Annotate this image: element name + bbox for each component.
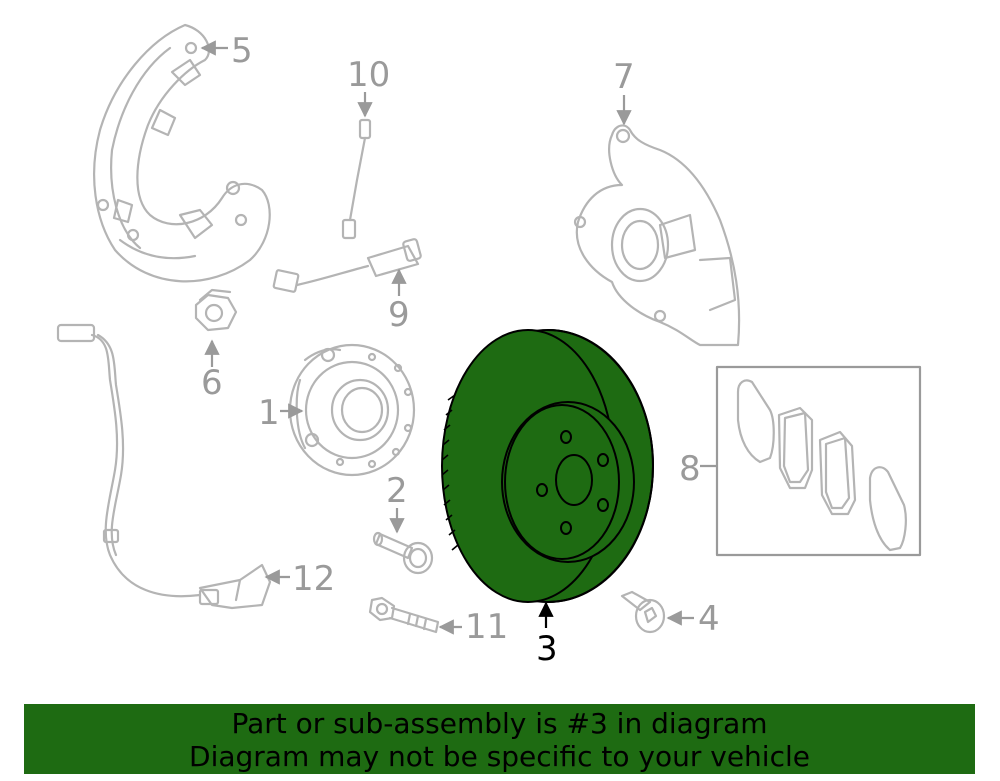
hub-nut-part[interactable] [194,288,238,332]
callout-6[interactable]: 6 [201,363,223,403]
callout-11[interactable]: 11 [465,607,508,647]
wear-sensor-lead-part[interactable] [272,238,422,293]
callout-12[interactable]: 12 [292,559,335,599]
splash-shield-part[interactable] [93,23,271,283]
steering-knuckle-part[interactable] [573,124,741,347]
callout-9[interactable]: 9 [388,295,410,335]
callout-2[interactable]: 2 [386,471,408,511]
banner-line-2: Diagram may not be specific to your vehi… [189,740,810,773]
banner-line-1: Part or sub-assembly is #3 in diagram [231,707,768,740]
callout-7[interactable]: 7 [613,57,635,97]
callout-5[interactable]: 5 [231,31,253,71]
caliper-bolt-part[interactable] [372,531,434,575]
abs-sensor-harness-part[interactable] [56,323,272,610]
callout-3[interactable]: 3 [536,629,558,669]
callout-1[interactable]: 1 [258,393,280,433]
parts-diagram: 1 2 3 4 5 6 7 8 9 10 11 12 [56,23,922,669]
callout-10[interactable]: 10 [347,55,390,95]
callout-8[interactable]: 8 [679,449,701,489]
bracket-bolt-part[interactable] [368,596,440,634]
rotor-screw-part[interactable] [620,590,666,634]
wear-sensor-part[interactable] [341,118,372,240]
brake-pads-part[interactable] [715,365,922,557]
callout-4[interactable]: 4 [698,599,720,639]
wheel-hub-part[interactable] [288,343,416,477]
info-banner: Part or sub-assembly is #3 in diagram Di… [24,704,975,774]
brake-rotor-part[interactable] [441,329,655,603]
